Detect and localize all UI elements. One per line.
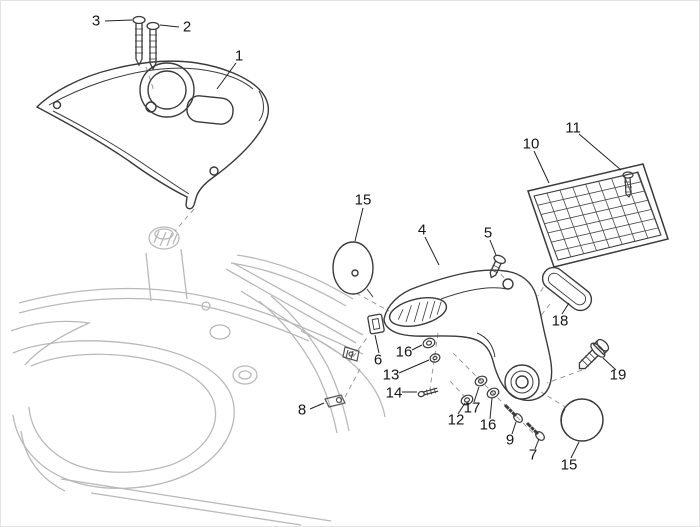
part-18-pad (541, 266, 593, 312)
callout-part-13[interactable]: 13 (382, 366, 400, 384)
assembly-dashed-lines (145, 66, 626, 438)
callout-part-16-a[interactable]: 16 (395, 343, 413, 361)
callout-part-1[interactable]: 1 (234, 47, 244, 65)
part-12-washer (460, 394, 474, 406)
callout-part-16-b[interactable]: 16 (479, 416, 497, 434)
callout-part-17[interactable]: 17 (463, 399, 481, 417)
callout-part-12[interactable]: 12 (447, 411, 465, 429)
callout-part-2[interactable]: 2 (182, 18, 192, 36)
part-3-screw (132, 15, 146, 67)
part-6-clip (367, 313, 385, 335)
part-9-screw (503, 403, 523, 423)
part-19-bolt (578, 338, 610, 370)
part-15-disc-upper (332, 241, 374, 298)
callout-part-3[interactable]: 3 (91, 12, 101, 30)
part-1-cover (35, 60, 270, 210)
callout-part-18[interactable]: 18 (551, 312, 569, 330)
part-11-screw (622, 171, 634, 199)
part-5-screw (489, 254, 506, 279)
part-16-washer-a (422, 337, 436, 349)
callout-part-14[interactable]: 14 (385, 384, 403, 402)
callout-part-19[interactable]: 19 (609, 366, 627, 384)
callout-part-5[interactable]: 5 (483, 224, 493, 242)
part-2-screw (146, 21, 160, 71)
callout-part-11[interactable]: 11 (565, 119, 581, 137)
callout-part-4[interactable]: 4 (417, 221, 427, 239)
part-16-washer-b (486, 387, 500, 399)
part-15-disc-lower (560, 398, 604, 442)
callout-part-15-a[interactable]: 15 (354, 191, 372, 209)
callout-part-6[interactable]: 6 (373, 351, 383, 369)
part-17-washer (474, 375, 488, 387)
callout-part-8[interactable]: 8 (297, 401, 307, 419)
part-14-screw (417, 387, 439, 398)
part-7-screw (525, 421, 545, 441)
part-4-bracket (383, 269, 553, 402)
callout-part-10[interactable]: 10 (522, 135, 540, 153)
callout-part-7[interactable]: 7 (528, 446, 538, 464)
frame-mount-tabs (324, 346, 360, 408)
callout-part-9[interactable]: 9 (505, 431, 515, 449)
vehicle-frame-sketch (10, 226, 386, 526)
callout-leader-lines (104, 19, 622, 459)
part-10-grille-plate (527, 163, 669, 268)
part-13-washer (429, 353, 441, 363)
callout-part-15-b[interactable]: 15 (560, 456, 578, 474)
